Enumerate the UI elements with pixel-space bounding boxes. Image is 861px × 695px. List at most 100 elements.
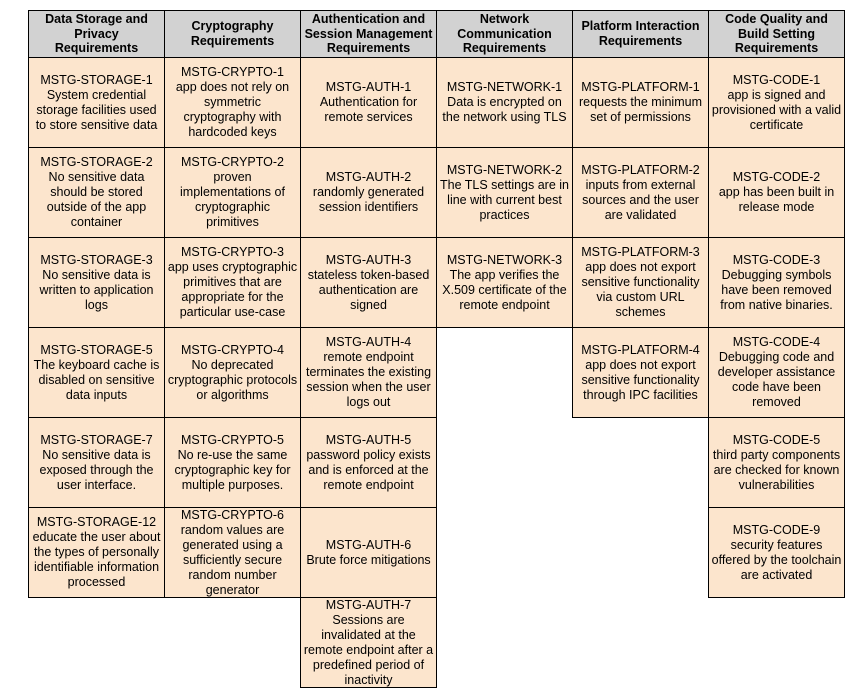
requirement-cell-platform-2: MSTG-PLATFORM-2 inputs from external sou… bbox=[572, 147, 709, 238]
requirement-id: MSTG-CODE-2 bbox=[732, 170, 821, 184]
requirement-cell-auth-1: MSTG-AUTH-1 Authentication for remote se… bbox=[300, 57, 437, 148]
requirement-cell-storage-12: MSTG-STORAGE-12 educate the user about t… bbox=[28, 507, 165, 598]
requirement-desc: proven implementations of cryptographic … bbox=[180, 170, 285, 229]
requirement-cell-code-4: MSTG-CODE-4 Debugging code and developer… bbox=[708, 327, 845, 418]
requirement-desc: No deprecated cryptographic protocols or… bbox=[167, 357, 298, 402]
requirement-desc: security features offered by the toolcha… bbox=[711, 537, 842, 582]
requirement-id: MSTG-AUTH-6 bbox=[325, 537, 412, 552]
requirement-id: MSTG-AUTH-4 bbox=[325, 335, 412, 349]
requirement-id: MSTG-PLATFORM-1 bbox=[581, 80, 700, 94]
requirement-id: MSTG-CRYPTO-6 bbox=[180, 507, 285, 522]
requirement-id: MSTG-STORAGE-2 bbox=[40, 155, 153, 169]
requirement-cell-platform-4: MSTG-PLATFORM-4 app does not export sens… bbox=[572, 327, 709, 418]
requirement-id: MSTG-STORAGE-12 bbox=[36, 515, 157, 529]
requirement-cell-crypto-1: MSTG-CRYPTO-1 app does not rely on symme… bbox=[164, 57, 301, 148]
requirement-id: MSTG-PLATFORM-4 bbox=[581, 342, 700, 357]
requirement-cell-auth-6: MSTG-AUTH-6 Brute force mitigations bbox=[300, 507, 437, 598]
requirement-desc: app uses cryptographic primitives that a… bbox=[167, 260, 298, 319]
requirement-id: MSTG-STORAGE-5 bbox=[40, 342, 153, 357]
requirement-desc: app does not export sensitive functional… bbox=[581, 260, 700, 319]
requirement-cell-code-9: MSTG-CODE-9 security features offered by… bbox=[708, 507, 845, 598]
requirement-desc: inputs from external sources and the use… bbox=[582, 177, 699, 222]
requirement-desc: app does not export sensitive functional… bbox=[581, 357, 700, 402]
requirement-cell-crypto-6: MSTG-CRYPTO-6 random values are generate… bbox=[164, 507, 301, 598]
requirement-cell-code-1: MSTG-CODE-1 app is signed and provisione… bbox=[708, 57, 845, 148]
requirement-desc: The TLS settings are in line with curren… bbox=[439, 177, 569, 222]
requirement-id: MSTG-STORAGE-7 bbox=[40, 432, 153, 447]
requirement-id: MSTG-CODE-5 bbox=[732, 432, 821, 447]
requirement-cell-storage-5: MSTG-STORAGE-5 The keyboard cache is dis… bbox=[28, 327, 165, 418]
requirement-desc: requests the minimum set of permissions bbox=[579, 95, 702, 124]
requirement-desc: No re-use the same cryptographic key for… bbox=[174, 447, 291, 492]
requirement-cell-network-3: MSTG-NETWORK-3 The app verifies the X.50… bbox=[436, 237, 573, 328]
requirement-cell-auth-3: MSTG-AUTH-3 stateless token-based authen… bbox=[300, 237, 437, 328]
requirement-id: MSTG-CODE-9 bbox=[732, 522, 821, 537]
requirement-cell-code-5: MSTG-CODE-5 third party components are c… bbox=[708, 417, 845, 508]
requirement-desc: Authentication for remote services bbox=[319, 95, 418, 124]
requirement-cell-platform-1: MSTG-PLATFORM-1 requests the minimum set… bbox=[572, 57, 709, 148]
requirement-desc: random values are generated using a suff… bbox=[180, 522, 285, 597]
requirement-id: MSTG-STORAGE-1 bbox=[40, 72, 153, 87]
requirement-cell-auth-5: MSTG-AUTH-5 password policy exists and i… bbox=[300, 417, 437, 508]
requirement-cell-crypto-2: MSTG-CRYPTO-2 proven implementations of … bbox=[164, 147, 301, 238]
requirement-cell-code-2: MSTG-CODE-2 app has been built in releas… bbox=[708, 147, 845, 238]
requirement-cell-storage-1: MSTG-STORAGE-1 System credential storage… bbox=[28, 57, 165, 148]
requirements-table: Data Storage and Privacy Requirements MS… bbox=[28, 10, 845, 688]
requirement-desc: password policy exists and is enforced a… bbox=[306, 447, 431, 492]
requirement-desc: app has been built in release mode bbox=[718, 185, 835, 214]
requirement-id: MSTG-NETWORK-1 bbox=[446, 80, 563, 94]
column-data-storage: Data Storage and Privacy Requirements MS… bbox=[28, 10, 165, 598]
requirement-desc: educate the user about the types of pers… bbox=[32, 530, 161, 589]
requirement-id: MSTG-NETWORK-3 bbox=[446, 252, 563, 267]
requirement-desc: No sensitive data should be stored outsi… bbox=[46, 170, 147, 229]
requirement-id: MSTG-CRYPTO-5 bbox=[180, 432, 285, 447]
requirement-id: MSTG-CRYPTO-2 bbox=[180, 155, 285, 169]
requirement-cell-crypto-3: MSTG-CRYPTO-3 app uses cryptographic pri… bbox=[164, 237, 301, 328]
requirement-cell-crypto-5: MSTG-CRYPTO-5 No re-use the same cryptog… bbox=[164, 417, 301, 508]
requirement-cell-network-2: MSTG-NETWORK-2 The TLS settings are in l… bbox=[436, 147, 573, 238]
requirement-desc: The app verifies the X.509 certificate o… bbox=[442, 267, 567, 312]
column-header-code-quality: Code Quality and Build Setting Requireme… bbox=[708, 10, 845, 58]
requirement-id: MSTG-NETWORK-2 bbox=[446, 162, 563, 177]
requirement-desc: app does not rely on symmetric cryptogra… bbox=[175, 80, 290, 139]
column-header-authentication: Authentication and Session Management Re… bbox=[300, 10, 437, 58]
column-header-data-storage: Data Storage and Privacy Requirements bbox=[28, 10, 165, 58]
requirement-cell-network-1: MSTG-NETWORK-1 Data is encrypted on the … bbox=[436, 57, 573, 148]
requirement-cell-storage-7: MSTG-STORAGE-7 No sensitive data is expo… bbox=[28, 417, 165, 508]
requirement-id: MSTG-CRYPTO-1 bbox=[180, 65, 285, 79]
requirement-desc: Debugging code and developer assistance … bbox=[717, 350, 836, 409]
requirement-desc: Brute force mitigations bbox=[306, 552, 431, 567]
requirement-id: MSTG-AUTH-5 bbox=[325, 432, 412, 447]
column-header-network: Network Communication Requirements bbox=[436, 10, 573, 58]
requirement-id: MSTG-PLATFORM-3 bbox=[581, 245, 700, 259]
requirement-desc: randomly generated session identifiers bbox=[312, 185, 425, 214]
requirement-desc: No sensitive data is exposed through the… bbox=[39, 447, 154, 492]
requirement-desc: No sensitive data is written to applicat… bbox=[39, 267, 154, 312]
requirement-cell-code-3: MSTG-CODE-3 Debugging symbols have been … bbox=[708, 237, 845, 328]
requirement-desc: Debugging symbols have been removed from… bbox=[720, 267, 833, 312]
requirement-id: MSTG-CODE-3 bbox=[732, 252, 821, 267]
requirement-id: MSTG-AUTH-2 bbox=[325, 170, 412, 184]
requirement-desc: Data is encrypted on the network using T… bbox=[442, 95, 567, 124]
requirement-id: MSTG-CODE-4 bbox=[732, 335, 821, 349]
requirement-desc: System credential storage facilities use… bbox=[35, 87, 158, 132]
requirement-id: MSTG-STORAGE-3 bbox=[40, 252, 153, 267]
requirement-desc: Sessions are invalidated at the remote e… bbox=[303, 612, 434, 687]
column-cryptography: Cryptography Requirements MSTG-CRYPTO-1 … bbox=[164, 10, 301, 598]
requirement-id: MSTG-CRYPTO-3 bbox=[180, 245, 285, 259]
requirement-desc: stateless token-based authentication are… bbox=[307, 267, 430, 312]
requirement-cell-storage-2: MSTG-STORAGE-2 No sensitive data should … bbox=[28, 147, 165, 238]
requirement-cell-auth-7: MSTG-AUTH-7 Sessions are invalidated at … bbox=[300, 597, 437, 688]
column-authentication: Authentication and Session Management Re… bbox=[300, 10, 437, 688]
requirement-desc: third party components are checked for k… bbox=[712, 447, 841, 492]
requirement-id: MSTG-AUTH-3 bbox=[325, 252, 412, 267]
requirement-id: MSTG-AUTH-7 bbox=[325, 597, 412, 612]
column-code-quality: Code Quality and Build Setting Requireme… bbox=[708, 10, 845, 598]
requirement-desc: app is signed and provisioned with a val… bbox=[711, 87, 842, 132]
column-header-cryptography: Cryptography Requirements bbox=[164, 10, 301, 58]
column-network: Network Communication Requirements MSTG-… bbox=[436, 10, 573, 328]
requirement-cell-storage-3: MSTG-STORAGE-3 No sensitive data is writ… bbox=[28, 237, 165, 328]
requirement-desc: remote endpoint terminates the existing … bbox=[305, 350, 432, 409]
requirement-cell-auth-4: MSTG-AUTH-4 remote endpoint terminates t… bbox=[300, 327, 437, 418]
